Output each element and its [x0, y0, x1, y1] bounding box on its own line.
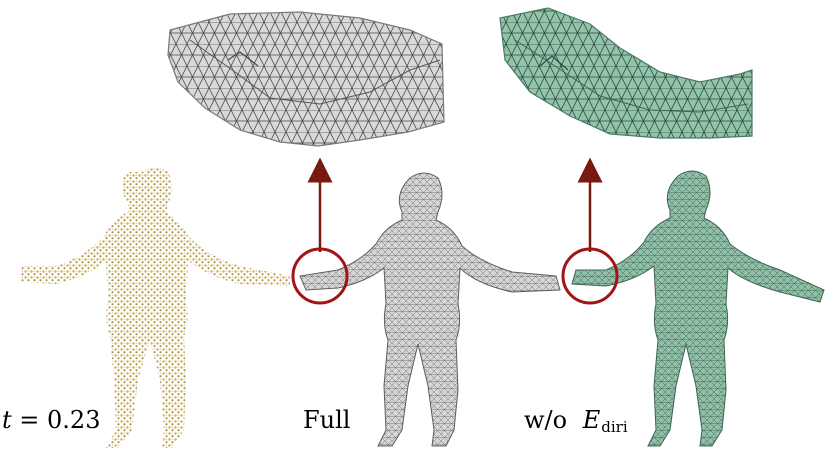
time-value: = 0.23: [11, 406, 101, 434]
time-variable: t: [2, 406, 12, 434]
highlight-circle-wo: [561, 247, 619, 305]
point-cloud-figure: [20, 168, 290, 448]
wo-prefix: w/o: [524, 406, 568, 434]
arm-zoom-wo: [499, 7, 753, 139]
energy-symbol: E: [582, 406, 601, 434]
highlight-circle-full: [291, 247, 349, 305]
time-label: t = 0.23: [2, 408, 100, 432]
full-label: Full: [303, 406, 351, 434]
gray-mesh-figure: [299, 172, 561, 447]
energy-subscript: diri: [601, 418, 628, 436]
arm-zoom-full: [167, 11, 445, 147]
wo-label: w/o Ediri: [524, 408, 628, 435]
green-mesh-figure: [571, 170, 825, 447]
